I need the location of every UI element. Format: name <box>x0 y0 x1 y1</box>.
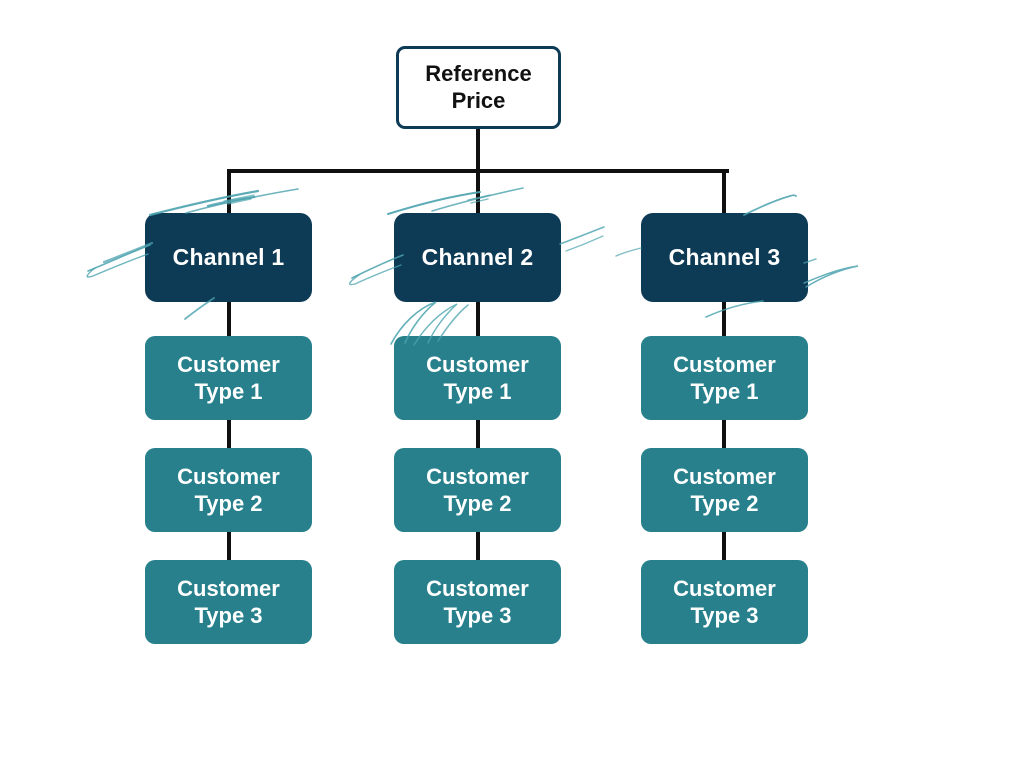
connector-col2-c2-c3 <box>476 530 480 562</box>
connector-col2-c1-c2 <box>476 418 480 450</box>
customer-node-1-3: Customer Type 3 <box>145 560 312 644</box>
customer-node-label: Customer Type 3 <box>426 575 529 628</box>
channel-3-node: Channel 3 <box>641 213 808 302</box>
customer-node-label: Customer Type 2 <box>177 463 280 516</box>
customer-node-label: Customer Type 3 <box>177 575 280 628</box>
connector-col1-ch-c1 <box>227 300 231 338</box>
connector-col3-c2-c3 <box>722 530 726 562</box>
customer-node-label: Customer Type 1 <box>426 351 529 404</box>
customer-node-3-1: Customer Type 1 <box>641 336 808 420</box>
channel-1-node: Channel 1 <box>145 213 312 302</box>
customer-node-label: Customer Type 1 <box>673 351 776 404</box>
connector-col3-c1-c2 <box>722 418 726 450</box>
channel-3-label: Channel 3 <box>668 244 781 270</box>
customer-node-1-2: Customer Type 2 <box>145 448 312 532</box>
channel-2-node: Channel 2 <box>394 213 561 302</box>
connector-drop-channel-2 <box>476 169 480 213</box>
connector-drop-channel-1 <box>227 169 231 213</box>
customer-node-label: Customer Type 3 <box>673 575 776 628</box>
connector-col1-c1-c2 <box>227 418 231 450</box>
root-node-label: Reference Price <box>425 60 532 113</box>
customer-node-2-3: Customer Type 3 <box>394 560 561 644</box>
customer-node-2-2: Customer Type 2 <box>394 448 561 532</box>
customer-node-label: Customer Type 2 <box>673 463 776 516</box>
customer-node-2-1: Customer Type 1 <box>394 336 561 420</box>
customer-node-label: Customer Type 1 <box>177 351 280 404</box>
root-node-reference-price: Reference Price <box>396 46 561 129</box>
customer-node-label: Customer Type 2 <box>426 463 529 516</box>
channel-2-label: Channel 2 <box>421 244 534 270</box>
connector-col1-c2-c3 <box>227 530 231 562</box>
connector-col3-ch-c1 <box>722 300 726 338</box>
connector-col2-ch-c1 <box>476 300 480 338</box>
customer-node-3-2: Customer Type 2 <box>641 448 808 532</box>
customer-node-3-3: Customer Type 3 <box>641 560 808 644</box>
channel-1-label: Channel 1 <box>172 244 285 270</box>
connector-root-stub <box>476 129 480 173</box>
connector-drop-channel-3 <box>722 169 726 213</box>
customer-node-1-1: Customer Type 1 <box>145 336 312 420</box>
